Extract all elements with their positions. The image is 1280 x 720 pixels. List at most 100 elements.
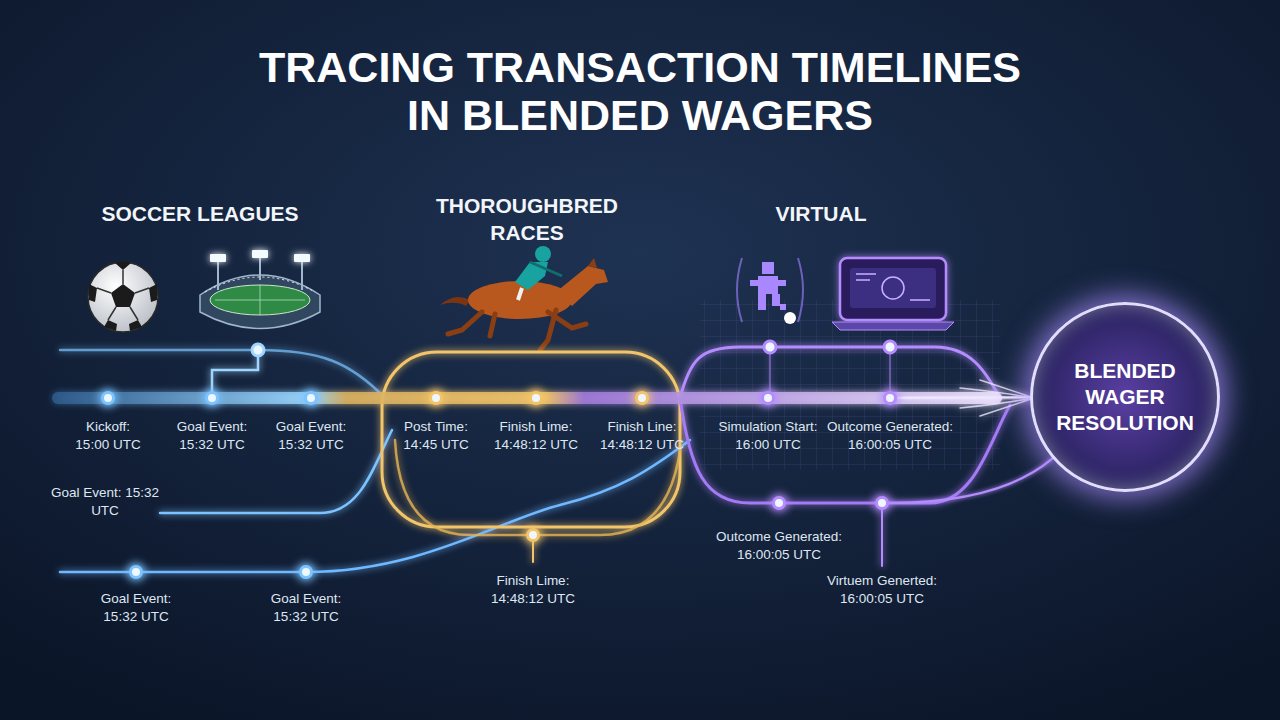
racehorse-icon-part	[448, 310, 586, 350]
stadium-icon	[200, 250, 320, 329]
soccer-ball-icon-part	[111, 284, 135, 307]
timeline-event-dot: Virtuem Generted: 16:00:05 UTC	[875, 496, 889, 510]
decorative-dots	[252, 341, 896, 356]
racehorse-icon-part-part	[448, 312, 482, 334]
event-label-box: Post Time: 14:45 UTC	[395, 418, 477, 454]
virtual-player-icon-part-part	[758, 294, 766, 310]
virtual-player-icon-part-part	[780, 304, 786, 310]
racehorse-icon-part-part	[490, 314, 495, 336]
section-heading: THOROUGHBRED RACES	[417, 192, 637, 246]
soccer-ball-icon-part	[88, 262, 158, 332]
racehorse-icon-part	[588, 258, 597, 268]
event-label-box: Finish Lime: 14:48:12 UTC	[484, 572, 582, 608]
flow-lines-part	[52, 392, 1002, 404]
event-label: Finish Line: 14:48:12 UTC	[593, 418, 691, 454]
virtual-screen-icon-part	[840, 258, 946, 320]
timeline-connector	[889, 458, 1053, 503]
timeline-event-dot: Goal Event: 15:32 UTC	[299, 565, 313, 579]
virtual-grid	[700, 300, 1000, 470]
event-label: Goal Event: 15:32 UTC	[90, 590, 182, 626]
timeline-event-dot: Outcome Generated: 16:00:05 UTC	[883, 391, 897, 405]
timeline-event-dot: Outcome Generated: 16:00:05 UTC	[772, 496, 786, 510]
event-label-box: Outcome Generated: 16:00:05 UTC	[709, 528, 849, 564]
racehorse-icon	[440, 246, 608, 350]
virtual-player-icon-part-part	[778, 280, 786, 286]
timeline-event-dot: Finish Lime: 14:48:12 UTC	[526, 528, 540, 542]
decorative-dots-part	[884, 341, 896, 353]
event-label-box: Goal Event: 15:32 UTC	[166, 418, 258, 454]
timeline-event-dot: Simulation Start: 16:00 UTC	[761, 391, 775, 405]
stadium-icon-part	[210, 250, 310, 262]
event-label: Outcome Generated: 16:00:05 UTC	[709, 528, 849, 564]
section-heading: SOCCER LEAGUES	[90, 200, 310, 227]
timeline-event-dot: Post Time: 14:45 UTC	[429, 391, 443, 405]
virtual-player-icon-part	[750, 262, 786, 310]
resolution-text-box: BLENDED WAGER RESOLUTION	[1050, 358, 1200, 436]
event-label: Outcome Generated: 16:00:05 UTC	[820, 418, 960, 454]
timeline-event-dot: Finish Lime: 14:48:12 UTC	[529, 391, 543, 405]
racehorse-icon-part	[535, 246, 551, 262]
event-label-box: Simulation Start: 16:00 UTC	[707, 418, 829, 454]
timeline-event-dot: Goal Event: 15:32 UTC	[304, 391, 318, 405]
racehorse-icon-part	[518, 288, 522, 300]
event-label: Goal Event: 15:32 UTC	[166, 418, 258, 454]
flow-lines	[52, 347, 1034, 572]
soccer-ball-icon-part	[89, 284, 97, 302]
flow-lines-part	[680, 398, 1010, 503]
timeline-event-dot: Kickoff: 15:00 UTC	[101, 391, 115, 405]
event-label: Post Time: 14:45 UTC	[395, 418, 477, 454]
event-label-box: Virtuem Generted: 16:00:05 UTC	[817, 572, 947, 608]
flow-lines-part	[680, 347, 1000, 398]
timeline-connector	[318, 397, 429, 399]
stadium-icon-part-part	[301, 262, 303, 290]
virtual-player-icon-part-part	[750, 280, 758, 286]
event-label-box: Goal Event: 15:32 UTC	[90, 590, 182, 626]
timeline-connector	[786, 502, 875, 504]
stadium-icon-part	[218, 258, 302, 290]
event-label-box: Kickoff: 15:00 UTC	[70, 418, 146, 454]
event-label: Kickoff: 15:00 UTC	[70, 418, 146, 454]
decorative-dots-part	[252, 344, 264, 356]
timeline-connector	[115, 397, 205, 399]
soccer-ball-icon	[88, 262, 158, 333]
timeline-connector	[443, 397, 529, 399]
flow-lines-part	[60, 440, 690, 572]
event-label: Simulation Start: 16:00 UTC	[707, 418, 829, 454]
virtual-player-icon-part-part	[772, 294, 780, 306]
stadium-icon-part	[210, 285, 310, 315]
diagram-title: TRACING TRANSACTION TIMELINES IN BLENDED…	[245, 43, 1035, 139]
timeline-connector	[897, 396, 1030, 399]
resolution-circle: BLENDED WAGER RESOLUTION	[1030, 302, 1220, 492]
event-label: Finish Lime: 14:48:12 UTC	[487, 418, 585, 454]
event-label: Virtuem Generted: 16:00:05 UTC	[817, 572, 947, 608]
virtual-player-icon	[737, 258, 803, 324]
virtual-screen-icon-part	[856, 274, 930, 300]
timeline-connector	[649, 397, 761, 399]
virtual-player-icon-part-part	[758, 276, 778, 294]
timeline-event-dot: Goal Event: 15:32 UTC	[205, 391, 219, 405]
stadium-icon-part	[215, 285, 305, 315]
section-heading: VIRTUAL	[721, 200, 921, 227]
soccer-ball-icon-part	[115, 262, 131, 271]
stadium-icon-part-part	[259, 258, 261, 280]
decorative-dots-part	[764, 341, 776, 353]
virtual-player-icon-part	[737, 258, 803, 322]
soccer-ball-icon-part	[129, 320, 142, 331]
virtual-screen-icon-part	[850, 268, 936, 308]
timeline-connector	[219, 397, 304, 399]
virtual-screen-icon	[832, 258, 954, 330]
racehorse-icon-part	[556, 266, 608, 306]
stadium-icon-part-part	[252, 250, 268, 258]
soccer-ball-icon-part	[104, 320, 117, 331]
event-label: Goal Event: 15:32 UTC	[260, 590, 352, 626]
node-text: BLENDED WAGER RESOLUTION	[1050, 358, 1200, 436]
event-label: Finish Lime: 14:48:12 UTC	[484, 572, 582, 608]
event-label: Goal Event: 15:32 UTC	[45, 484, 165, 520]
event-label: Goal Event: 15:32 UTC	[265, 418, 357, 454]
virtual-player-icon-part	[784, 312, 796, 324]
flow-lines-part	[212, 350, 258, 398]
racehorse-icon-part-part	[540, 310, 556, 350]
timeline-event-dot: Finish Line: 14:48:12 UTC	[635, 391, 649, 405]
event-label-box: Goal Event: 15:32 UTC	[265, 418, 357, 454]
